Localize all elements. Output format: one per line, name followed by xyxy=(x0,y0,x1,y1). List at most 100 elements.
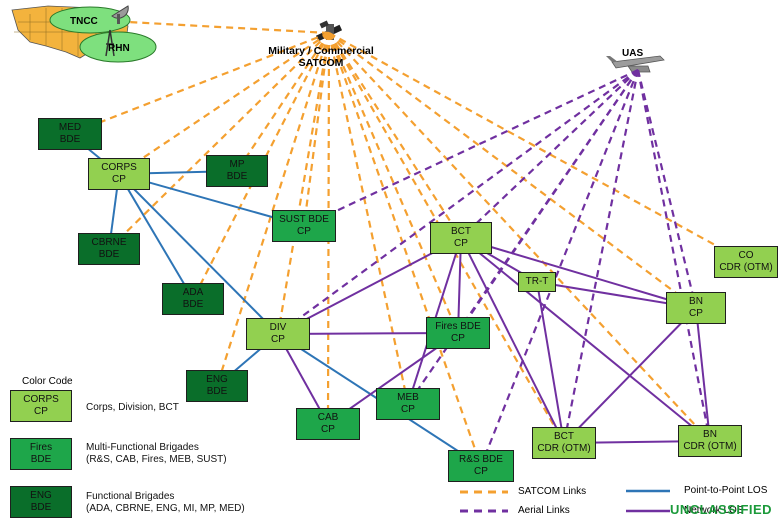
color-code-title: Color Code xyxy=(22,376,73,387)
node-ada-bde[interactable]: ADA BDE xyxy=(162,283,224,315)
node-co-cdr-line2: CDR (OTM) xyxy=(719,262,773,273)
satcom-link-bnc xyxy=(328,32,711,442)
tncc-label: TNCC xyxy=(70,16,98,27)
color-code-desc-1-line1: Corps, Division, BCT xyxy=(86,402,179,413)
node-corps-cp[interactable]: CORPS CP xyxy=(88,158,150,190)
node-bn-cdr[interactable]: BN CDR (OTM) xyxy=(678,425,742,457)
color-code-box-3-line2: BDE xyxy=(30,502,52,513)
node-corps-cp-line1: CORPS xyxy=(101,162,137,173)
node-co-cdr-line1: CO xyxy=(738,250,754,261)
node-bn-cdr-line1: BN xyxy=(703,429,717,440)
p2p-link-corps-div xyxy=(118,173,279,335)
satcom-link-meb xyxy=(327,32,410,405)
node-meb-cp-line1: MEB xyxy=(397,392,419,403)
node-bct-cp[interactable]: BCT CP xyxy=(430,222,492,254)
node-cbrne-bde-line1: CBRNE xyxy=(91,237,127,248)
rhn-label: RHN xyxy=(108,43,130,54)
network-link-trt-bctc xyxy=(536,281,565,444)
satcom-link-bctc xyxy=(328,32,565,444)
node-ada-bde-line2: BDE xyxy=(182,299,204,310)
node-bct-cdr-line2: CDR (OTM) xyxy=(537,443,591,454)
node-eng-bde-line2: BDE xyxy=(206,386,228,397)
node-div-cp-line1: DIV xyxy=(269,322,287,333)
node-sust-bde-cp[interactable]: SUST BDE CP xyxy=(272,210,336,242)
node-div-cp-line2: CP xyxy=(271,334,285,345)
node-cbrne-bde[interactable]: CBRNE BDE xyxy=(78,233,140,265)
uas-label: UAS xyxy=(622,48,644,59)
aerial-link-rs xyxy=(479,69,640,467)
satcom-link-co xyxy=(328,32,747,263)
network-link-bct-bnc xyxy=(460,237,711,442)
satcom-link-tncc xyxy=(127,20,330,35)
node-corps-cp-line2: CP xyxy=(112,174,126,185)
color-code-box-1-line1: CORPS xyxy=(23,394,59,405)
node-cab-cp-line2: CP xyxy=(321,424,335,435)
node-bct-cp-line1: BCT xyxy=(451,226,471,237)
node-rs-bde-cp[interactable]: R&S BDE CP xyxy=(448,450,514,482)
tncc-ellipse xyxy=(49,6,131,34)
node-eng-bde-line1: ENG xyxy=(206,374,228,385)
node-mp-bde[interactable]: MP BDE xyxy=(206,155,268,187)
network-link-bn-bnc xyxy=(695,307,711,442)
node-fires-bde-cp-line2: CP xyxy=(451,333,465,344)
node-med-bde-line2: BDE xyxy=(59,134,81,145)
aerial-link-bnc xyxy=(636,69,712,442)
color-code-box-2-line1: Fires xyxy=(29,442,53,453)
node-bct-cdr-line1: BCT xyxy=(554,431,574,442)
satcom-link-rs xyxy=(327,32,483,467)
connection-lines xyxy=(69,20,747,467)
satcom-link-corps xyxy=(118,32,330,175)
legend-aerial-text: Aerial Links xyxy=(518,505,570,516)
color-code-box-2: Fires BDE xyxy=(10,438,72,470)
node-rs-bde-cp-line2: CP xyxy=(474,466,488,477)
satcom-link-mp xyxy=(236,32,330,172)
satcom-link-eng xyxy=(215,32,331,387)
legend-network-text: Network LOS xyxy=(684,505,744,516)
node-meb-cp[interactable]: MEB CP xyxy=(376,388,440,420)
legend-satcom-text: SATCOM Links xyxy=(518,486,587,497)
aerial-link-div xyxy=(277,69,639,335)
satcom-label: Military / Commercial SATCOM xyxy=(258,45,384,69)
color-code-box-3-line1: ENG xyxy=(30,490,52,501)
node-med-bde[interactable]: MED BDE xyxy=(38,118,102,150)
classification-banner: UNCLASSIFIED xyxy=(670,502,773,517)
node-bn-cdr-line2: CDR (OTM) xyxy=(683,441,737,452)
color-code-desc-2: Multi-Functional Brigades (R&S, CAB, Fir… xyxy=(86,442,227,466)
node-tr-t-line1: TR-T xyxy=(525,276,549,287)
color-code-desc-2-line2: (R&S, CAB, Fires, MEB, SUST) xyxy=(86,454,227,465)
color-code-box-1-line2: CP xyxy=(34,406,48,417)
satcom-link-fires xyxy=(327,32,460,334)
aerial-link-bct xyxy=(460,69,639,239)
satellite-dish-icon xyxy=(111,5,129,24)
node-fires-bde-cp[interactable]: Fires BDE CP xyxy=(426,317,490,349)
color-code-desc-3-line2: (ADA, CBRNE, ENG, MI, MP, MED) xyxy=(86,503,245,514)
legend-p2p-text: Point-to-Point LOS xyxy=(684,485,768,496)
satcom-link-med xyxy=(69,31,330,136)
network-link-bct-bn xyxy=(460,237,697,309)
rhn-ellipse xyxy=(79,31,157,63)
node-bct-cdr[interactable]: BCT CDR (OTM) xyxy=(532,427,596,459)
color-code-box-1: CORPS CP xyxy=(10,390,72,422)
node-mp-bde-line2: BDE xyxy=(226,171,248,182)
node-med-bde-line1: MED xyxy=(58,122,82,133)
color-code-desc-1: Corps, Division, BCT xyxy=(86,402,179,414)
node-co-cdr[interactable]: CO CDR (OTM) xyxy=(714,246,778,278)
node-bn-cp-line2: CP xyxy=(689,308,703,319)
satcom-link-cbrne xyxy=(108,32,330,250)
color-code-box-2-line2: BDE xyxy=(30,454,52,465)
node-div-cp[interactable]: DIV CP xyxy=(246,318,310,350)
node-cab-cp[interactable]: CAB CP xyxy=(296,408,360,440)
node-cab-cp-line1: CAB xyxy=(317,412,339,423)
satcom-link-bn xyxy=(328,32,697,309)
node-eng-bde[interactable]: ENG BDE xyxy=(186,370,248,402)
node-bn-cp[interactable]: BN CP xyxy=(666,292,726,324)
aerial-link-sust xyxy=(303,69,639,227)
node-sust-bde-cp-line1: SUST BDE xyxy=(279,214,329,225)
satcom-label-line2: SATCOM xyxy=(298,57,344,69)
satcom-link-bct xyxy=(328,32,462,239)
color-code-desc-2-line1: Multi-Functional Brigades xyxy=(86,442,199,453)
node-tr-t[interactable]: TR-T xyxy=(518,272,556,292)
network-link-bn-bctc xyxy=(563,307,697,444)
satcom-label-line1: Military / Commercial xyxy=(268,45,374,57)
node-ada-bde-line1: ADA xyxy=(182,287,204,298)
